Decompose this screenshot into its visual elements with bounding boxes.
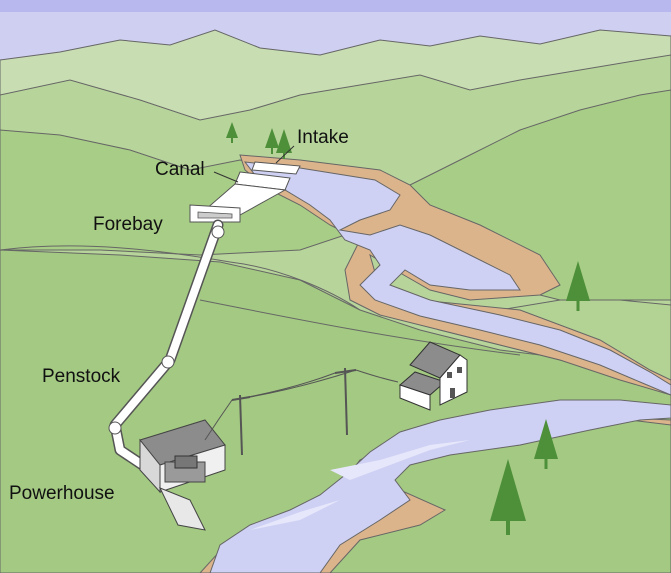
forebay-label: Forebay (93, 214, 163, 235)
hill-line-2 (229, 261, 361, 311)
river-water (209, 161, 671, 573)
tree-4 (566, 261, 590, 311)
powerhouse-label: Powerhouse (9, 483, 115, 504)
powerhouse-building (139, 419, 226, 531)
canal-label: Canal (155, 159, 205, 180)
intake-leader-line (275, 145, 295, 164)
tree-5 (534, 419, 558, 469)
tree-1 (226, 122, 238, 143)
penstock-pipe (108, 219, 225, 476)
hill-line-3 (199, 299, 521, 356)
tree-6 (490, 459, 526, 535)
tree-2 (265, 128, 279, 154)
intake-label: Intake (297, 127, 349, 148)
power-lines (204, 367, 399, 456)
forebay-structure (189, 204, 241, 223)
sky-top-band (0, 0, 671, 12)
house (399, 341, 468, 411)
penstock-label: Penstock (42, 366, 121, 387)
canal-leader-line (213, 171, 239, 183)
